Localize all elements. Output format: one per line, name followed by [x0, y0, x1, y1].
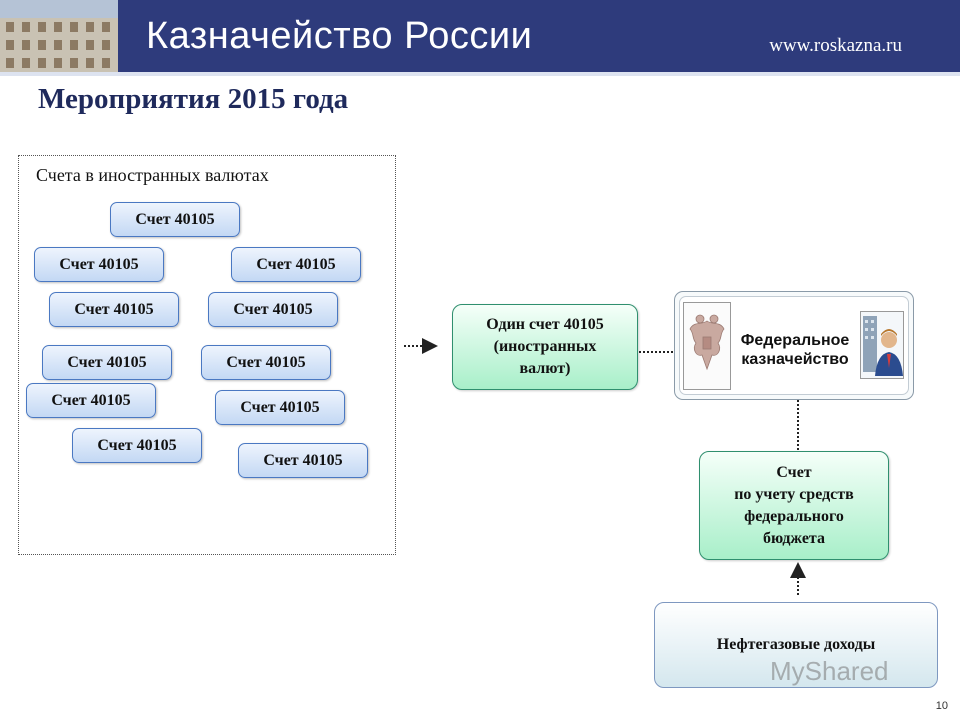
coat-of-arms-icon — [683, 302, 731, 390]
page-title: Мероприятия 2015 года — [38, 83, 349, 115]
budget-account-label: Счет по учету средств федерального бюдже… — [734, 463, 854, 547]
account-box: Счет 40105 — [201, 345, 331, 380]
oil-gas-revenue-label: Нефтегазовые доходы — [716, 636, 876, 653]
foreign-accounts-group — [18, 155, 396, 555]
account-box: Счет 40105 — [34, 247, 164, 282]
header-url[interactable]: www.roskazna.ru — [769, 35, 902, 56]
page-number: 10 — [935, 700, 948, 712]
account-box: Счет 40105 — [208, 292, 338, 327]
watermark-logo: MyShared — [770, 656, 889, 686]
header-bar: Казначейство России www.roskazna.ru — [0, 0, 960, 72]
building-photo — [0, 0, 118, 72]
account-box: Счет 40105 — [238, 443, 368, 478]
budget-account-box: Счет по учету средств федерального бюдже… — [699, 451, 889, 560]
account-box: Счет 40105 — [231, 247, 361, 282]
account-box: Счет 40105 — [215, 390, 345, 425]
single-account-box: Один счет 40105 (иностранных валют) — [452, 304, 638, 390]
group-title: Счета в иностранных валютах — [36, 165, 269, 185]
account-box: Счет 40105 — [72, 428, 202, 463]
account-box: Счет 40105 — [26, 383, 156, 418]
oil-gas-revenue-box: Нефтегазовые доходы — [654, 602, 938, 688]
account-box: Счет 40105 — [49, 292, 179, 327]
account-box: Счет 40105 — [42, 345, 172, 380]
account-box: Счет 40105 — [110, 202, 240, 237]
official-person-icon — [860, 311, 904, 379]
single-account-label: Один счет 40105 (иностранных валют) — [486, 316, 604, 377]
header-title: Казначейство России — [146, 15, 533, 57]
federal-treasury-label: Федеральное казначейство — [740, 332, 850, 368]
header-divider — [0, 72, 960, 76]
